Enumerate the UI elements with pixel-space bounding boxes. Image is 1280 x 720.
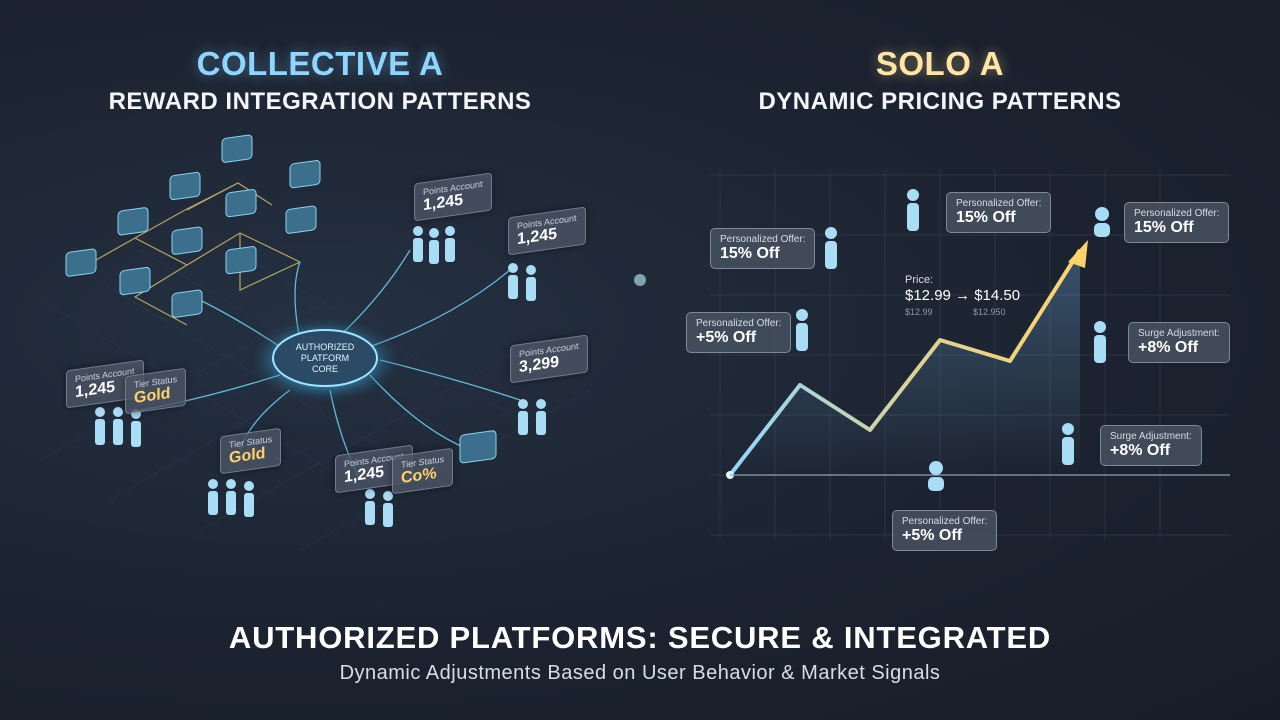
price-label: Price: <box>905 274 933 286</box>
price-old-2: $12.950 <box>973 307 1006 317</box>
offer-caption: Personalized Offer: <box>902 516 988 527</box>
offer-bubble: Personalized Offer: 15% Off <box>946 192 1052 233</box>
offer-bubble: Personalized Offer: +5% Off <box>892 510 998 551</box>
pricing-line-chart: Price: $12.99 → $14.50 $12.99 $12.950 <box>710 170 1230 540</box>
core-label-3: CORE <box>312 364 338 374</box>
offer-caption: Surge Adjustment: <box>1138 328 1220 339</box>
offer-value: +5% Off <box>696 329 757 346</box>
offer-caption: Personalized Offer: <box>696 318 782 329</box>
footer-subtitle: Dynamic Adjustments Based on User Behavi… <box>339 662 941 684</box>
right-people <box>796 189 1110 491</box>
surge-bubble: Surge Adjustment: +8% Off <box>1100 425 1202 466</box>
offer-caption: Surge Adjustment: <box>1110 431 1192 442</box>
left-title: COLLECTIVE A <box>196 45 444 82</box>
offer-value: +8% Off <box>1138 339 1199 356</box>
network-nodes <box>65 134 497 464</box>
offer-value: 15% Off <box>1134 219 1194 236</box>
offer-value: +5% Off <box>902 527 963 544</box>
offer-bubble: Personalized Offer: +5% Off <box>686 312 792 353</box>
reward-network-diagram: AUTHORIZED PLATFORM CORE <box>39 134 591 551</box>
core-label-1: AUTHORIZED <box>296 342 355 352</box>
right-title: SOLO A <box>875 45 1005 82</box>
price-main: $12.99 → $14.50 <box>905 287 1020 304</box>
right-subtitle: DYNAMIC PRICING PATTERNS <box>758 88 1122 115</box>
offer-bubble: Personalized Offer: 15% Off <box>710 228 816 269</box>
offer-bubble: Personalized Offer: 15% Off <box>1124 202 1230 243</box>
core-label-2: PLATFORM <box>301 353 349 363</box>
chart-area-fill <box>730 250 1080 475</box>
chart-price-line <box>728 248 1082 477</box>
offer-value: 15% Off <box>956 209 1016 226</box>
offer-value: 15% Off <box>720 245 780 262</box>
offer-value: +8% Off <box>1110 442 1171 459</box>
footer-title: AUTHORIZED PLATFORMS: SECURE & INTEGRATE… <box>228 620 1052 655</box>
offer-caption: Personalized Offer: <box>1134 208 1220 219</box>
price-old-1: $12.99 <box>905 307 933 317</box>
offer-caption: Personalized Offer: <box>720 234 806 245</box>
surge-bubble: Surge Adjustment: +8% Off <box>1128 322 1230 363</box>
left-subtitle: REWARD INTEGRATION PATTERNS <box>108 88 532 115</box>
platform-core <box>272 329 378 387</box>
people-groups <box>95 226 546 527</box>
offer-caption: Personalized Offer: <box>956 198 1042 209</box>
chart-arrow-head <box>1068 240 1088 268</box>
